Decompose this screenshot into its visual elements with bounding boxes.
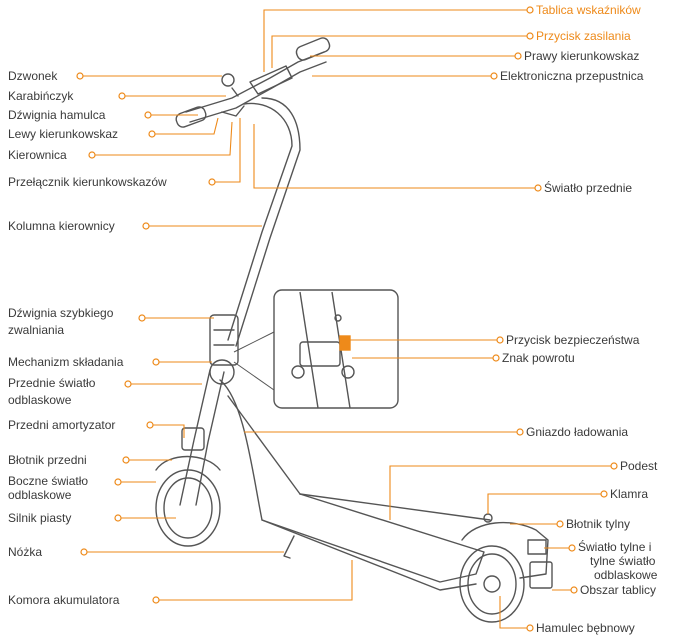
leader-hamulec-b: [499, 596, 530, 629]
label-hub-motor: Silnik piasty: [8, 511, 72, 525]
label-clasp: Klamra: [610, 487, 649, 501]
label-tail-light-3: odblaskowe: [594, 568, 658, 582]
label-left-turn-signal: Lewy kierunkowskaz: [8, 127, 119, 141]
label-charging-port: Gniazdo ładowania: [526, 425, 629, 439]
label-side-reflector-1: Boczne światło: [8, 474, 89, 488]
leader-tablica: [263, 9, 530, 72]
leader-komora: [156, 560, 353, 601]
label-front-reflector-1: Przednie światło: [8, 376, 96, 390]
label-front-light: Światło przednie: [544, 181, 633, 195]
front-wheel: [155, 469, 221, 547]
label-drum-brake: Hamulec bębnowy: [536, 621, 635, 635]
inset-detail: [233, 289, 399, 409]
leader-przelacznik: [212, 118, 241, 183]
label-folding-mechanism: Mechanizm składania: [8, 355, 124, 369]
right-grip: [295, 37, 331, 61]
label-plate-area: Obszar tablicy: [580, 583, 657, 597]
leader-podest: [389, 465, 614, 520]
bell: [221, 73, 235, 87]
rear-wheel: [459, 545, 525, 623]
label-rear-fender: Błotnik tylny: [566, 517, 631, 531]
leader-klamra: [487, 493, 604, 514]
folding-hinge: [209, 314, 239, 366]
label-kickstand: Nóżka: [8, 545, 43, 559]
plate-area: [529, 561, 553, 589]
dashboard: [249, 65, 293, 95]
left-grip: [175, 106, 207, 128]
steering-column: [227, 102, 293, 341]
label-dashboard: Tablica wskaźników: [536, 3, 641, 17]
label-handlebar: Kierownica: [8, 148, 67, 162]
label-safety-button: Przycisk bezpieczeństwa: [506, 333, 640, 347]
label-front-reflector-2: odblaskowe: [8, 393, 72, 407]
clasp: [483, 513, 493, 523]
brake-lever: [221, 105, 245, 117]
label-turn-switch: Przełącznik kierunkowskazów: [8, 175, 167, 189]
label-steering-column: Kolumna kierownicy: [8, 219, 115, 233]
label-quick-release-2: zwalniania: [8, 323, 65, 337]
deck: [219, 379, 485, 583]
label-battery-compartment: Komora akumulatora: [8, 593, 120, 607]
front-fork: [179, 369, 211, 506]
label-quick-release-1: Dźwignia szybkiego: [8, 306, 114, 320]
label-throttle: Elektroniczna przepustnica: [500, 69, 644, 83]
rear-fender: [461, 521, 549, 579]
label-tail-light-1: Światło tylne i: [578, 540, 652, 554]
label-return-mark: Znak powrotu: [502, 351, 575, 365]
label-brake-lever: Dźwignia hamulca: [8, 108, 106, 122]
label-power-button: Przycisk zasilania: [536, 29, 631, 43]
leader-zasilania: [271, 35, 530, 68]
kickstand: [283, 535, 295, 559]
label-side-reflector-2: odblaskowe: [8, 488, 72, 502]
leader-lewy: [152, 117, 219, 135]
leader-swiatlo: [253, 124, 538, 189]
label-right-turn-signal: Prawy kierunkowskaz: [524, 49, 640, 63]
leader-amortyzator: [150, 424, 185, 438]
label-front-fender: Błotnik przedni: [8, 453, 87, 467]
label-front-shock: Przedni amortyzator: [8, 418, 116, 432]
label-bell: Dzwonek: [8, 69, 58, 83]
handlebar-lower: [189, 61, 327, 123]
leader-kierownica: [92, 121, 233, 156]
label-tail-light-2: tylne światło: [590, 554, 656, 568]
label-deck: Podest: [620, 459, 658, 473]
tail-light: [527, 539, 547, 555]
label-carabiner: Karabińczyk: [8, 89, 74, 103]
